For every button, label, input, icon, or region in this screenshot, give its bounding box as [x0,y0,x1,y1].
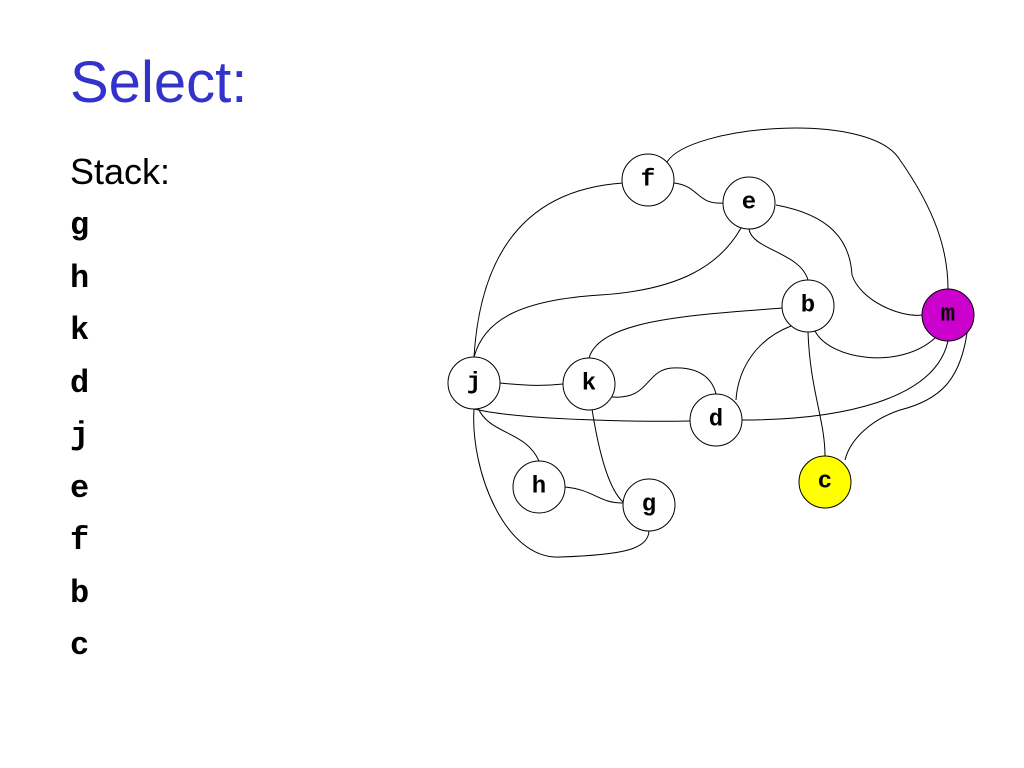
edge-j-g [473,408,650,558]
stack-item-k: k [70,312,90,349]
node-j: j [447,356,501,410]
graph-edges [473,127,968,558]
node-label-d: d [709,407,723,434]
edge-k-g [591,408,624,503]
node-e: e [722,176,776,230]
node-label-c: c [818,469,832,496]
edge-e-b [748,228,809,281]
node-label-f: f [641,167,655,194]
node-k: k [562,357,616,411]
node-circle-f [621,153,675,207]
node-d: d [689,393,743,447]
stack-label: Stack: [70,151,171,192]
edge-b-m [814,330,936,359]
node-label-j: j [467,370,481,397]
node-circle-c [798,455,852,509]
edge-h-g [564,486,624,504]
edge-b-k [588,307,784,359]
node-circle-j [447,356,501,410]
edge-f-m [666,127,949,290]
node-c: c [798,455,852,509]
edge-e-j [473,227,742,358]
node-label-k: k [582,371,596,398]
graph-nodes: f e b m j k d c h g [447,153,975,532]
stack-item-f: f [70,522,90,559]
edge-e-m [775,204,923,316]
stack-item-e: e [70,469,90,507]
edge-f-j [473,182,624,358]
edge-j-h [477,407,540,462]
node-label-b: b [801,293,815,320]
node-label-g: g [642,492,656,519]
node-g: g [622,478,676,532]
stack-item-c: c [70,627,90,664]
node-circle-e [722,176,776,230]
edge-k-d [611,367,717,398]
node-label-m: m [941,302,955,329]
stack-item-h: h [70,259,90,297]
node-circle-h [512,460,566,514]
edge-f-e [673,182,725,204]
edge-j-d [473,408,691,422]
stack-item-b: b [70,574,90,612]
edge-b-c [807,331,826,457]
node-label-h: h [532,474,546,501]
node-m: m [921,288,975,342]
node-circle-k [562,357,616,411]
edge-d-m [741,340,949,421]
node-circle-d [689,393,743,447]
node-circle-b [781,279,835,333]
slide-title: Select: [70,50,248,115]
stack-item-g: g [70,207,90,244]
node-f: f [621,153,675,207]
node-circle-m [921,288,975,342]
edge-b-d [735,325,792,401]
node-circle-g [622,478,676,532]
edge-m-c [844,332,968,461]
node-h: h [512,460,566,514]
stack-item-j: j [70,417,90,454]
stack-item-d: d [70,364,90,402]
edge-j-k [499,382,564,386]
node-b: b [781,279,835,333]
node-label-e: e [742,190,756,217]
